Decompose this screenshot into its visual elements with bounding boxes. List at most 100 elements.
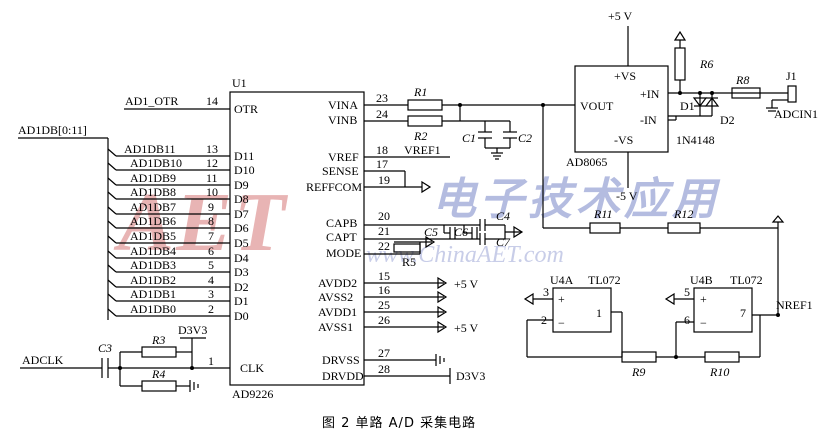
u4b-body (693, 287, 753, 333)
ad9226-left-pins-9-num-label: 5 (208, 258, 214, 272)
ad9226-left-pins-13-name-label: CLK (240, 361, 264, 375)
components-r2-label: R2 (413, 129, 427, 143)
d3v3-label: D3V3 (178, 323, 207, 337)
ad9226-right-pins-2-name-label: VREF (328, 150, 359, 164)
ad9226-right-pins-11-num-label: 26 (378, 313, 390, 327)
ad9226-left-pins-3-num-label: 11 (206, 171, 218, 185)
components-c7-label: C7 (496, 235, 511, 249)
r11-body (589, 222, 621, 234)
supply-avss1: +5 V (454, 321, 479, 335)
ad9226-left-pins-10-name-label: D2 (234, 280, 249, 294)
mode-arrow (425, 235, 436, 249)
u4a-pin-neg-label: 2 (541, 313, 547, 327)
ad9226-right-pins-2-num-label: 18 (376, 143, 388, 157)
ad9226-right-pins-10-name-label: AVDD1 (318, 305, 357, 319)
components-diode-part-label: 1N4148 (676, 133, 715, 147)
ad9226-left-pins-9-net-label: AD1DB3 (130, 258, 176, 272)
ad9226-right-pins-0-name-label: VINA (328, 98, 358, 112)
r10-body (704, 351, 740, 363)
net-otr: AD1_OTR (125, 94, 178, 108)
ad9226-left-pins-12-net-label: AD1DB0 (130, 302, 176, 316)
r4-body (141, 380, 177, 392)
adclk-label: ADCLK (22, 353, 64, 367)
wires (18, 26, 797, 392)
components-r9-label: R9 (631, 365, 645, 379)
ad9226-left-pins-13-num-label: 1 (208, 354, 214, 368)
avss2-arrow (437, 290, 448, 304)
junctions (118, 91, 780, 370)
ad9226-left-pins-5-net-label: AD1DB7 (130, 200, 176, 214)
ad9226-left-pins-10-net-label: AD1DB2 (130, 273, 176, 287)
ad9226-right-pins-12-num-label: 27 (378, 346, 390, 360)
ad9226-left-pins-6-name-label: D6 (234, 221, 249, 235)
watermark: AET 电子技术应用 www.ChinaAET.com (113, 175, 717, 269)
ad9226-right-pins-7-num-label: 22 (378, 239, 390, 253)
ad8065-pins-vs-pos-label: +VS (614, 69, 636, 83)
ad9226-left-pins-9-name-label: D3 (234, 265, 249, 279)
capt-arrow (513, 225, 524, 239)
j1-body (787, 85, 797, 103)
u4a-ref-label: U4A (550, 273, 574, 287)
u4a-body (552, 287, 612, 333)
ad9226-left-pins-4-name-label: D8 (234, 192, 249, 206)
components-r10-label: R10 (709, 365, 729, 379)
ad9226-left-pins-12-name-label: D0 (234, 309, 249, 323)
components-c5-label: C5 (424, 225, 438, 239)
bus-label: AD1DB[0:11] (18, 123, 87, 137)
u4a-pin-pos-label: 3 (543, 285, 549, 299)
u4a-part-label: TL072 (588, 273, 621, 287)
u4b-sym-pos-label: + (700, 292, 707, 306)
ad8065-pins-in-pos-label: +IN (640, 87, 660, 101)
drvdd-supply: D3V3 (456, 369, 485, 383)
ad9226-left-pins-11-net-label: AD1DB1 (130, 287, 176, 301)
adcin-label: ADCIN1 (774, 107, 818, 121)
r6-supply-arrow (673, 30, 687, 41)
ad9226-left-pins-7-net-label: AD1DB5 (130, 229, 176, 243)
ad9226-right-pins-11-name-label: AVSS1 (318, 320, 353, 334)
vref1-label: VREF1 (404, 143, 441, 157)
ad9226-right-pins-3-name-label: SENSE (322, 164, 359, 178)
components-d1-label: D1 (680, 99, 695, 113)
u4b-pin-pos-label: 5 (684, 285, 690, 299)
components-r6-label: R6 (699, 57, 713, 71)
ad9226-left-pins-3-net-label: AD1DB9 (130, 171, 176, 185)
ad9226-right-pins-9-name-label: AVSS2 (318, 290, 353, 304)
ad9226-left-pins-7-name-label: D5 (234, 236, 249, 250)
ad9226-right-pins-9-num-label: 16 (378, 283, 390, 297)
u4b-ref-label: U4B (690, 273, 713, 287)
ad8065-pins-in-neg-label: -IN (640, 113, 657, 127)
ad9226-left-pins-7-num-label: 7 (208, 229, 214, 243)
components-c2-label: C2 (518, 131, 532, 145)
ad9226-right-pins-13-name-label: DRVDD (322, 369, 364, 383)
nref-arrow (771, 215, 785, 223)
ad9226-right-pins-4-name-label: REFFCOM (306, 180, 362, 194)
ad9226-left-pins-11-name-label: D1 (234, 294, 249, 308)
r2-body (407, 115, 443, 127)
ad9226-left-pins-2-name-label: D10 (234, 163, 255, 177)
ad9226-left-pins-1-name-label: D11 (234, 149, 254, 163)
ad9226-right-pins-5-name-label: CAPB (326, 216, 357, 230)
ad9226-left-pins-1-num-label: 13 (206, 142, 218, 156)
watermark-logo: AET (113, 176, 289, 269)
ad9226-left-pins-5-num-label: 9 (208, 200, 214, 214)
ad9226-labels: U1 AD9226 AD1DB[0:11] AD1_OTR 14 OTR AD1… (18, 76, 390, 401)
ad9226-right-pins-3-num-label: 17 (376, 157, 388, 171)
ad8065-pins-vs-neg-label: -VS (614, 133, 633, 147)
pinnum-otr: 14 (206, 94, 218, 108)
data-lines (107, 148, 230, 317)
ad9226-left-pins-10-num-label: 4 (208, 273, 214, 287)
supply-avdd2: +5 V (454, 277, 479, 291)
ad9226-left-pins-2-net-label: AD1DB10 (130, 156, 182, 170)
r12-body (667, 222, 701, 234)
ad9226-left-pins-8-name-label: D4 (234, 251, 249, 265)
u1-ref: U1 (232, 76, 247, 90)
avdd2-arrow (437, 276, 448, 290)
r3-body (141, 346, 177, 358)
ad9226-right-pins-1-num-label: 24 (376, 107, 388, 121)
components-c3-label: C3 (98, 341, 112, 355)
u4a-sym-pos-label: + (558, 292, 565, 306)
ad9226-right-pins-4-num-label: 19 (378, 173, 390, 187)
ad9226-right-pins-10-num-label: 25 (378, 298, 390, 312)
u4b-sym-neg-label: − (700, 316, 707, 330)
components-c4-label: C4 (496, 209, 510, 223)
